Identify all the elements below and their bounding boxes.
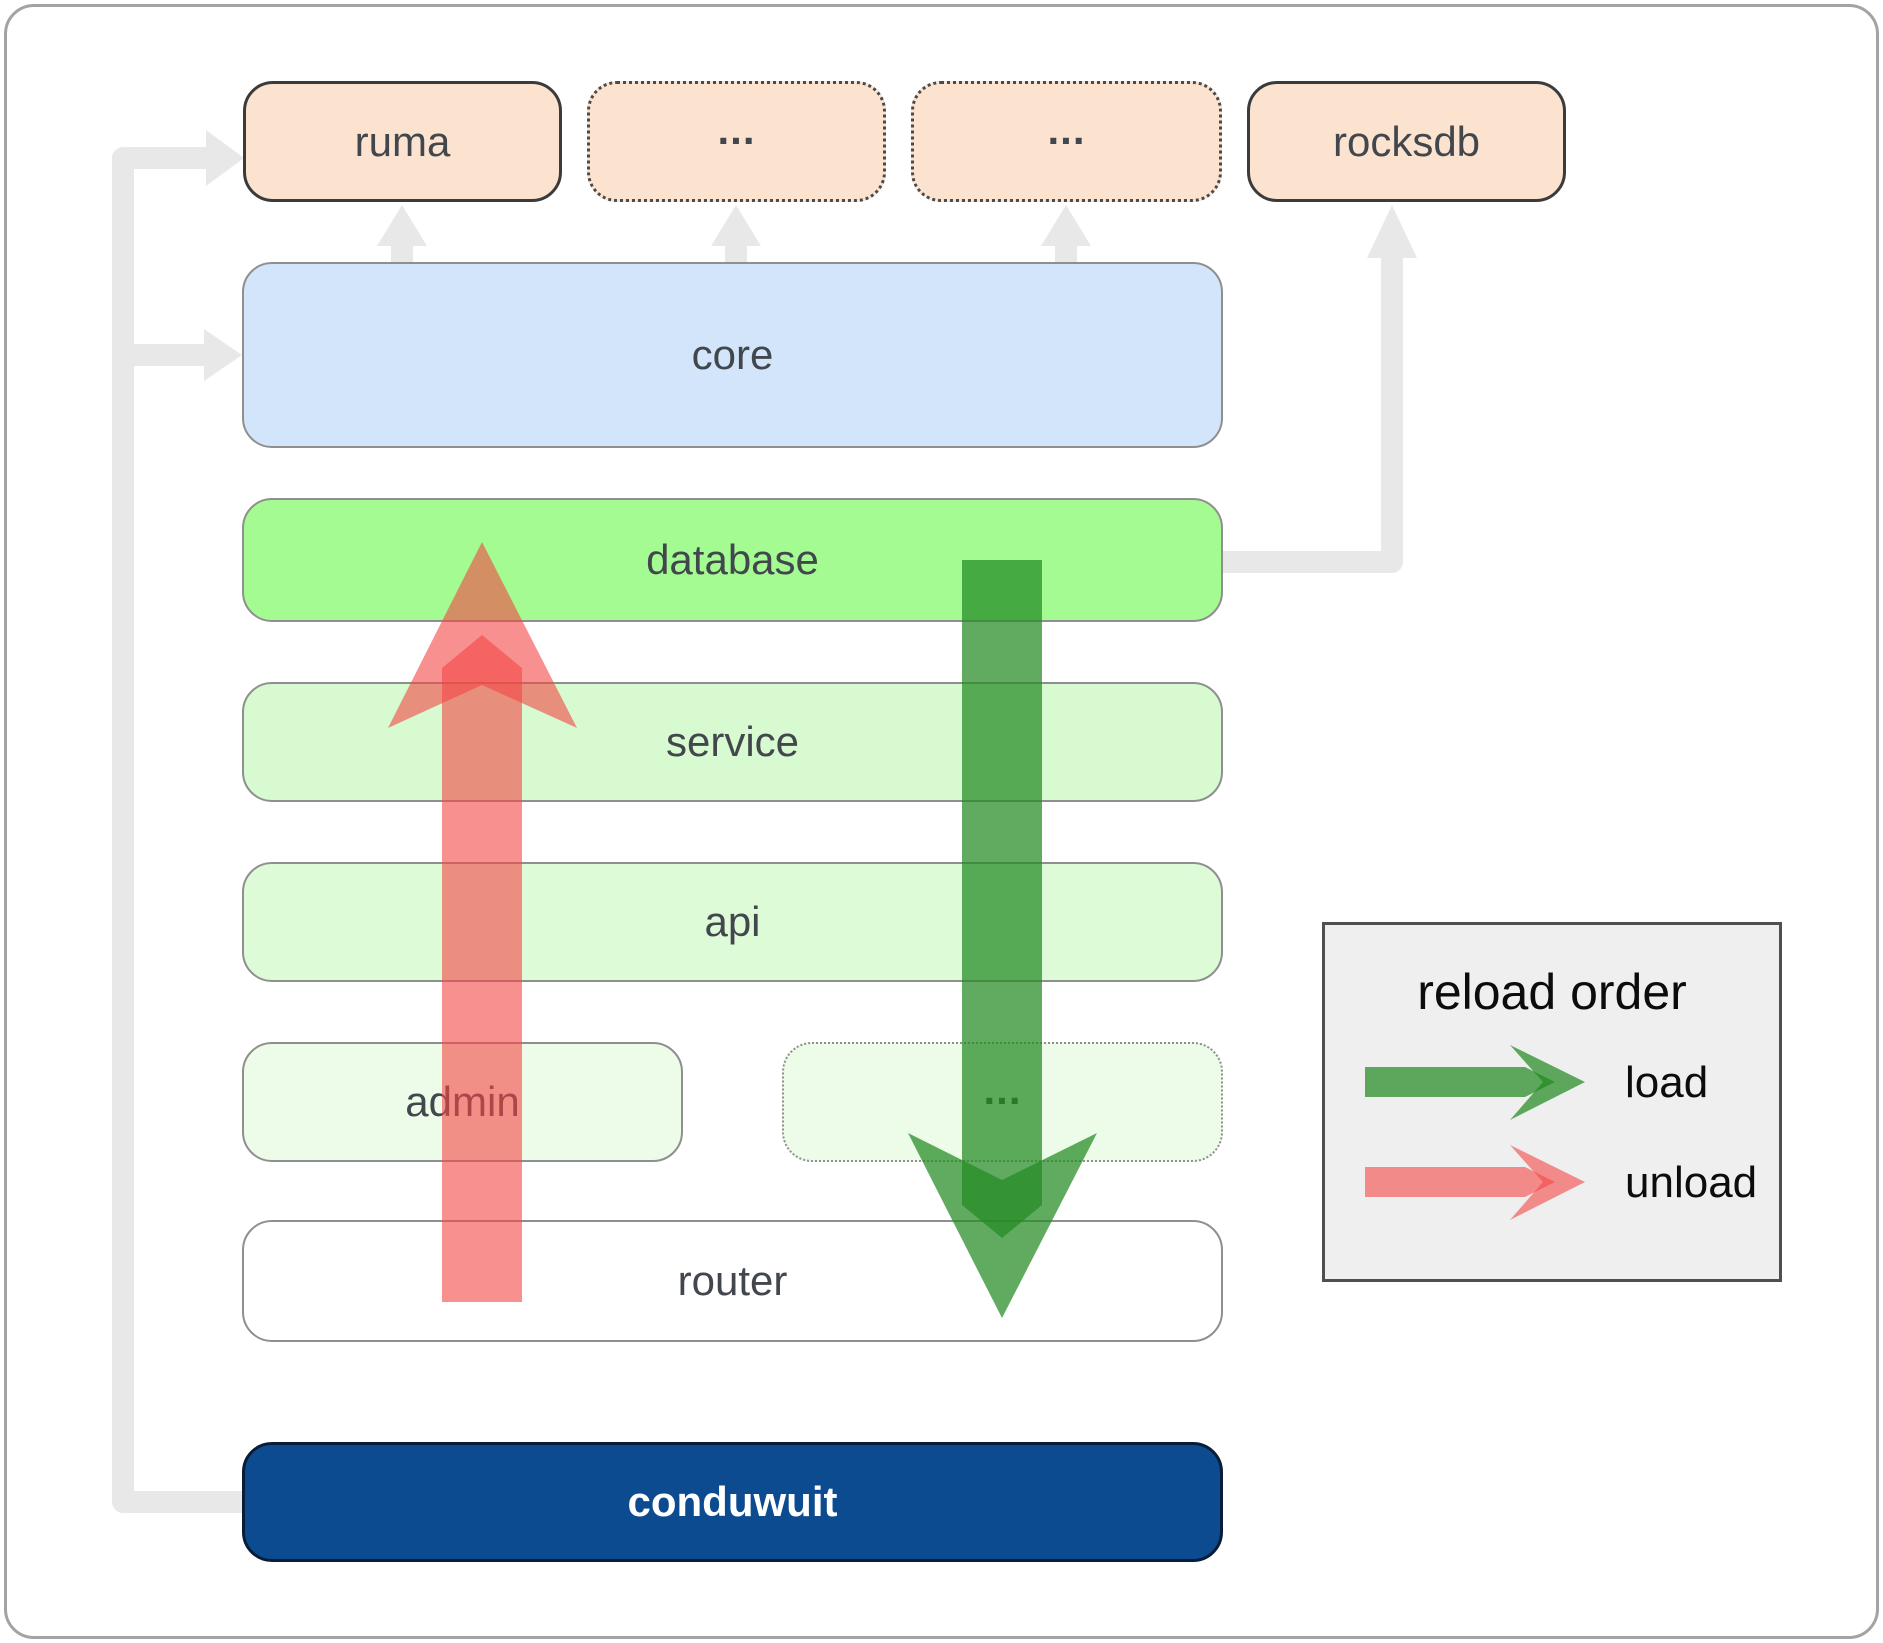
node-crate-dots-1: ... bbox=[587, 81, 886, 202]
legend-label-unload: unload bbox=[1625, 1158, 1758, 1207]
node-crate-dots-2: ... bbox=[911, 81, 1222, 202]
arrowhead-core-to-dots2 bbox=[1041, 205, 1091, 246]
node-ruma-label: ruma bbox=[354, 117, 451, 165]
unload-arrow-icon bbox=[1365, 1145, 1585, 1220]
arrowhead-to-ruma bbox=[206, 130, 244, 186]
node-router-label: router bbox=[677, 1257, 788, 1304]
node-service-label: service bbox=[665, 718, 800, 765]
node-rocksdb: rocksdb bbox=[1247, 81, 1566, 202]
node-module-dots: ... bbox=[782, 1042, 1223, 1162]
node-database-label: database bbox=[646, 536, 819, 583]
node-admin-label: admin bbox=[405, 1078, 520, 1125]
diagram-frame bbox=[4, 4, 1879, 1639]
node-database: database bbox=[242, 498, 1223, 622]
arrowhead-to-rocksdb bbox=[1367, 205, 1417, 258]
load-arrow-icon bbox=[1365, 1045, 1585, 1120]
node-router: router bbox=[242, 1220, 1223, 1342]
node-ruma: ruma bbox=[243, 81, 562, 202]
node-module-dots-label: ... bbox=[983, 1066, 1022, 1113]
node-crate-dots-1-label: ... bbox=[717, 105, 756, 153]
node-conduwuit: conduwuit bbox=[242, 1442, 1223, 1562]
node-core: core bbox=[242, 262, 1223, 448]
legend-box: reload order load unload bbox=[1322, 922, 1782, 1282]
legend-title: reload order bbox=[1417, 964, 1687, 1020]
node-api: api bbox=[242, 862, 1223, 982]
node-service: service bbox=[242, 682, 1223, 802]
node-admin: admin bbox=[242, 1042, 683, 1162]
legend-label-load: load bbox=[1625, 1058, 1709, 1107]
database-to-rocksdb-line bbox=[1223, 256, 1403, 573]
arrowhead-core-to-ruma bbox=[377, 205, 427, 246]
node-conduwuit-label: conduwuit bbox=[627, 1478, 838, 1525]
node-rocksdb-label: rocksdb bbox=[1332, 117, 1481, 165]
arrowhead-core-to-dots1 bbox=[711, 205, 761, 246]
node-api-label: api bbox=[704, 898, 761, 945]
conduwuit-to-ruma-line bbox=[112, 147, 242, 1513]
arrowhead-to-core bbox=[204, 329, 242, 381]
node-crate-dots-2-label: ... bbox=[1047, 105, 1086, 153]
node-core-label: core bbox=[691, 331, 774, 378]
